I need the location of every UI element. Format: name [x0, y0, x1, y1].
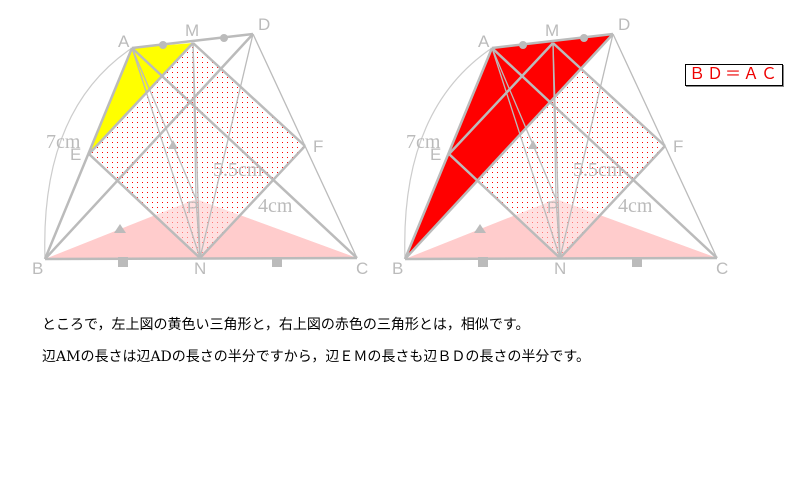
right-figure: A M D E F B N C P 7cm 5.5cm 4cm — [392, 15, 728, 278]
pink-overlay — [405, 199, 717, 259]
segment-PN — [555, 198, 561, 259]
segment-NE — [448, 153, 561, 259]
segment-AC — [131, 47, 358, 259]
point-label-P: P — [187, 198, 198, 217]
segment-BD — [44, 33, 254, 260]
left-figure: A M D E F B N C P 7cm 5.5cm 4cm — [32, 15, 368, 278]
pink-overlay — [45, 199, 357, 259]
angle-mark-triangle — [528, 140, 538, 149]
segment-AD — [491, 32, 614, 50]
segment-BC — [404, 256, 718, 261]
segment-MP — [552, 42, 557, 200]
measure-label: 5.5cm — [213, 159, 263, 181]
equal-mark-dot — [519, 41, 527, 49]
segment-AP — [131, 47, 197, 200]
equal-mark-dot — [159, 41, 167, 49]
point-label-F: F — [673, 137, 683, 156]
equal-mark-square — [118, 257, 128, 267]
measure-label: 7cm — [46, 131, 81, 153]
measure-label: 4cm — [618, 195, 653, 217]
point-label-D: D — [618, 15, 630, 34]
segment-AC — [491, 47, 718, 259]
point-label-N: N — [194, 259, 206, 278]
angle-mark-triangle — [168, 140, 178, 149]
segment-FN — [199, 145, 306, 259]
segment-MF — [552, 42, 666, 147]
equal-mark-square — [272, 257, 282, 267]
point-label-N: N — [554, 259, 566, 278]
segment-AN — [131, 47, 201, 259]
point-label-B: B — [32, 259, 43, 278]
angle-mark-triangle — [114, 224, 126, 233]
segment-MP — [192, 42, 197, 200]
segment-NE — [88, 153, 201, 259]
equal-mark-square — [632, 257, 642, 267]
point-label-P: P — [547, 198, 558, 217]
measure-label: 5.5cm — [573, 159, 623, 181]
text-line-2: 辺AMの長さは辺ADの長さの半分ですから，辺ＥＭの長さも辺ＢＤの長さの半分です。 — [42, 349, 590, 365]
point-label-M: M — [545, 21, 559, 40]
point-label-C: C — [716, 259, 728, 278]
equal-mark-square — [478, 257, 488, 267]
segment-AP — [491, 47, 557, 200]
segment-AD — [131, 32, 254, 50]
segment-DC — [612, 33, 718, 259]
segment-BC — [44, 256, 358, 261]
point-label-C: C — [356, 259, 368, 278]
measure-label: 4cm — [258, 195, 293, 217]
segment-MF — [192, 42, 306, 147]
segment-AN — [491, 47, 561, 259]
point-label-A: A — [478, 32, 490, 51]
point-label-B: B — [392, 259, 403, 278]
arc-BA — [404, 47, 493, 260]
segment-DN — [199, 33, 254, 259]
point-label-A: A — [118, 32, 130, 51]
segment-BD — [404, 33, 614, 260]
point-label-F: F — [313, 137, 323, 156]
measure-label: 7cm — [406, 131, 441, 153]
equal-mark-dot — [220, 34, 228, 42]
text-line-1: ところで，左上図の黄色い三角形と，右上図の赤色の三角形とは，相似です。 — [42, 317, 530, 333]
segment-EM — [88, 42, 194, 155]
point-label-E: E — [70, 145, 81, 164]
point-label-D: D — [258, 15, 270, 34]
point-label-M: M — [185, 21, 199, 40]
angle-mark-triangle — [474, 224, 486, 233]
segment-PN — [195, 198, 201, 259]
point-label-E: E — [430, 145, 441, 164]
equal-mark-dot — [580, 34, 588, 42]
equation-box: ＢＤ＝ＡＣ — [685, 64, 784, 86]
segment-DN — [559, 33, 614, 259]
segment-FN — [559, 145, 666, 259]
segment-EM — [448, 42, 554, 155]
arc-BA — [44, 47, 133, 260]
segment-DC — [252, 33, 358, 259]
